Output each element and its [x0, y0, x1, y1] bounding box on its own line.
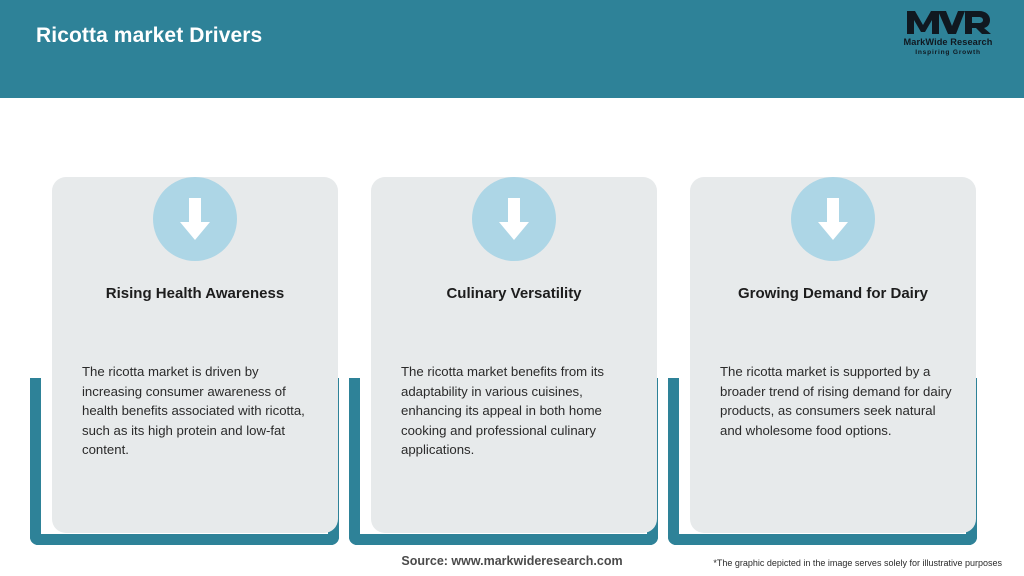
driver-cards-container: Rising Health Awareness The ricotta mark…	[0, 140, 1024, 550]
mwr-logo-icon	[907, 11, 991, 34]
driver-card-title: Culinary Versatility	[446, 285, 582, 302]
logo-company-name: MarkWide Research	[903, 37, 993, 47]
down-arrow-icon	[472, 177, 556, 261]
source-label: Source: www.markwideresearch.com	[401, 554, 623, 568]
down-arrow-icon	[791, 177, 875, 261]
driver-card-body: The ricotta market benefits from its ada…	[401, 364, 605, 458]
header-band: Ricotta market Drivers MarkWide Research…	[0, 0, 1024, 98]
driver-card[interactable]: Rising Health Awareness The ricotta mark…	[52, 177, 338, 533]
driver-card-slot: Culinary Versatility The ricotta market …	[349, 140, 658, 550]
disclaimer-note: *The graphic depicted in the image serve…	[713, 558, 1002, 568]
driver-card-title: Growing Demand for Dairy	[737, 285, 929, 302]
driver-card-slot: Growing Demand for Dairy The ricotta mar…	[668, 140, 977, 550]
driver-card-slot: Rising Health Awareness The ricotta mark…	[30, 140, 339, 550]
down-arrow-icon	[153, 177, 237, 261]
logo-tagline: Inspiring Growth	[915, 49, 981, 56]
driver-card-title: Rising Health Awareness	[105, 285, 285, 302]
driver-card-body: The ricotta market is supported by a bro…	[720, 364, 952, 438]
page-title: Ricotta market Drivers	[36, 24, 263, 47]
driver-card-body: The ricotta market is driven by increasi…	[82, 364, 305, 458]
driver-card[interactable]: Culinary Versatility The ricotta market …	[371, 177, 657, 533]
brand-logo: MarkWide Research Inspiring Growth	[892, 8, 1004, 60]
driver-card[interactable]: Growing Demand for Dairy The ricotta mar…	[690, 177, 976, 533]
